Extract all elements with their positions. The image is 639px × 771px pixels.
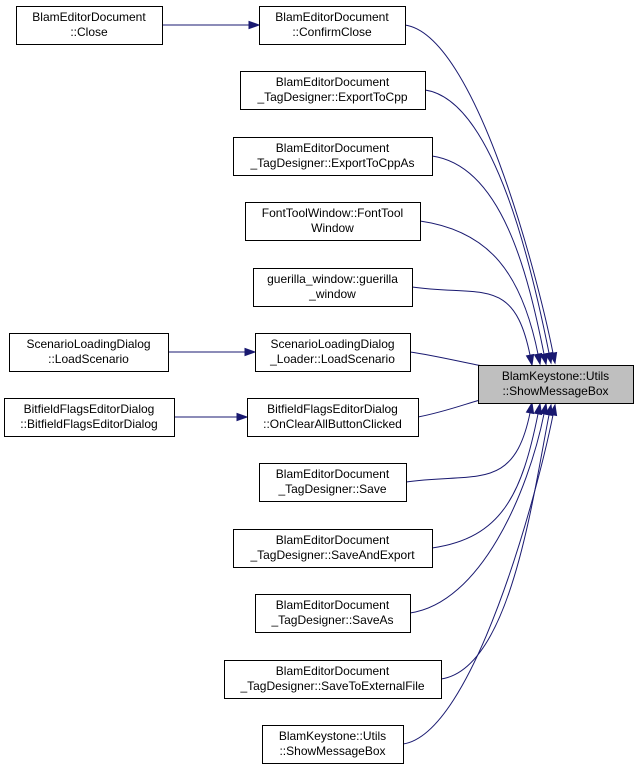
node-label-line: BlamEditorDocument (32, 10, 146, 24)
node-sld[interactable]: ScenarioLoadingDialog::LoadScenario (9, 333, 169, 372)
node-label-line: ::ConfirmClose (292, 25, 372, 39)
node-box (259, 463, 407, 502)
node-exporttocpp[interactable]: BlamEditorDocument_TagDesigner::ExportTo… (240, 71, 426, 110)
node-save[interactable]: BlamEditorDocument_TagDesigner::Save (259, 463, 407, 502)
node-label-line: BlamEditorDocument (276, 598, 390, 612)
node-confirmclose[interactable]: BlamEditorDocument::ConfirmClose (259, 6, 406, 45)
edge-close-to-confirmclose (162, 20, 261, 30)
node-saveas[interactable]: BlamEditorDocument_TagDesigner::SaveAs (255, 594, 411, 633)
node-label-line: _TagDesigner::Save (277, 482, 386, 496)
node-label-line: ::OnClearAllButtonClicked (263, 417, 402, 431)
edge-line (402, 413, 554, 745)
edge-confirmclose-to-focus (404, 24, 558, 365)
arrow-head-icon (533, 402, 543, 416)
edge-saveas-to-focus (409, 402, 549, 614)
node-box (240, 71, 426, 110)
node-box (16, 6, 163, 45)
edge-line (424, 89, 550, 355)
node-label-line: BlamEditorDocument (276, 664, 390, 678)
node-label-line: ::LoadScenario (48, 352, 129, 366)
node-showmsg[interactable]: BlamKeystone::Utils::ShowMessageBox (262, 725, 404, 764)
node-label-line: _TagDesigner::SaveAs (270, 613, 393, 627)
node-guerilla[interactable]: guerilla_window::guerilla_window (253, 268, 413, 307)
node-label-line: Window (311, 221, 354, 235)
node-box (233, 529, 433, 568)
node-close[interactable]: BlamEditorDocument::Close (16, 6, 163, 45)
nodes-layer: BlamEditorDocument::CloseBlamEditorDocum… (4, 6, 634, 764)
node-saveandexport[interactable]: BlamEditorDocument_TagDesigner::SaveAndE… (233, 529, 433, 568)
edge-guerilla-to-focus (411, 286, 535, 367)
arrow-head-icon (525, 353, 535, 367)
node-label-line: ::ShowMessageBox (279, 744, 385, 758)
node-label-line: ScenarioLoadingDialog (270, 337, 394, 351)
node-label-line: ::BitfieldFlagsEditorDialog (20, 417, 157, 431)
focus-node[interactable]: BlamKeystone::Utils::ShowMessageBox (478, 365, 634, 404)
edge-bfed-to-bfedclear (173, 412, 249, 422)
node-fonttool[interactable]: FontToolWindow::FontToolWindow (245, 202, 421, 241)
edge-line (431, 412, 539, 549)
arrow-head-icon (244, 347, 257, 357)
node-label-line: _Loader::LoadScenario (269, 352, 395, 366)
edge-line (440, 413, 550, 680)
node-label-line: _TagDesigner::SaveAndExport (249, 548, 415, 562)
node-bfed[interactable]: BitfieldFlagsEditorDialog::BitfieldFlags… (4, 398, 175, 437)
node-label-line: BlamEditorDocument (275, 10, 389, 24)
node-label-line: _TagDesigner::ExportToCpp (256, 90, 407, 104)
node-box (9, 333, 169, 372)
edge-line (409, 412, 545, 614)
node-label-line: BlamEditorDocument (276, 75, 390, 89)
node-box (247, 398, 419, 437)
node-label-line: _TagDesigner::ExportToCppAs (249, 156, 414, 170)
node-exporttocppas[interactable]: BlamEditorDocument_TagDesigner::ExportTo… (233, 137, 433, 176)
edge-save-to-focus (405, 401, 535, 483)
node-label-line: BlamEditorDocument (276, 141, 390, 155)
node-saveext[interactable]: BlamEditorDocument_TagDesigner::SaveToEx… (224, 660, 442, 699)
node-label-line: _TagDesigner::SaveToExternalFile (239, 679, 424, 693)
node-sldloader[interactable]: ScenarioLoadingDialog_Loader::LoadScenar… (255, 333, 411, 372)
node-box (255, 333, 411, 372)
edge-sld-to-sldloader (167, 347, 257, 357)
node-box (262, 725, 404, 764)
edges-layer (162, 20, 558, 745)
edge-line (411, 286, 531, 357)
node-label-line: ScenarioLoadingDialog (26, 337, 150, 351)
node-label-line: BitfieldFlagsEditorDialog (24, 402, 155, 416)
edge-saveandexport-to-focus (431, 402, 543, 549)
node-box (478, 365, 634, 404)
node-box (259, 6, 406, 45)
node-label-line: BlamEditorDocument (276, 533, 390, 547)
edge-exporttocppas-to-focus (431, 155, 549, 366)
node-label-line: _window (308, 287, 356, 301)
edge-showmsg-to-focus (402, 403, 558, 745)
node-box (255, 594, 411, 633)
edge-line (404, 24, 554, 355)
node-box (245, 202, 421, 241)
node-label-line: guerilla_window::guerilla (267, 272, 398, 286)
arrow-head-icon (539, 352, 549, 366)
node-box (4, 398, 175, 437)
node-box (253, 268, 413, 307)
node-label-line: ::ShowMessageBox (502, 384, 608, 398)
node-label-line: BlamKeystone::Utils (502, 369, 609, 383)
node-label-line: ::Close (70, 25, 108, 39)
edge-line (431, 155, 545, 356)
edge-line (419, 220, 539, 356)
arrow-head-icon (548, 403, 558, 417)
arrow-head-icon (539, 402, 549, 416)
arrow-head-icon (533, 352, 543, 366)
node-box (224, 660, 442, 699)
node-label-line: FontToolWindow::FontTool (262, 206, 403, 220)
node-label-line: BitfieldFlagsEditorDialog (267, 402, 398, 416)
edge-fonttool-to-focus (419, 220, 543, 366)
node-label-line: BlamKeystone::Utils (279, 729, 386, 743)
node-bfedclear[interactable]: BitfieldFlagsEditorDialog::OnClearAllBut… (247, 398, 419, 437)
edge-line (405, 411, 531, 483)
node-box (233, 137, 433, 176)
arrow-head-icon (236, 412, 249, 422)
arrow-head-icon (525, 401, 535, 415)
node-label-line: BlamEditorDocument (276, 467, 390, 481)
arrow-head-icon (248, 20, 261, 30)
